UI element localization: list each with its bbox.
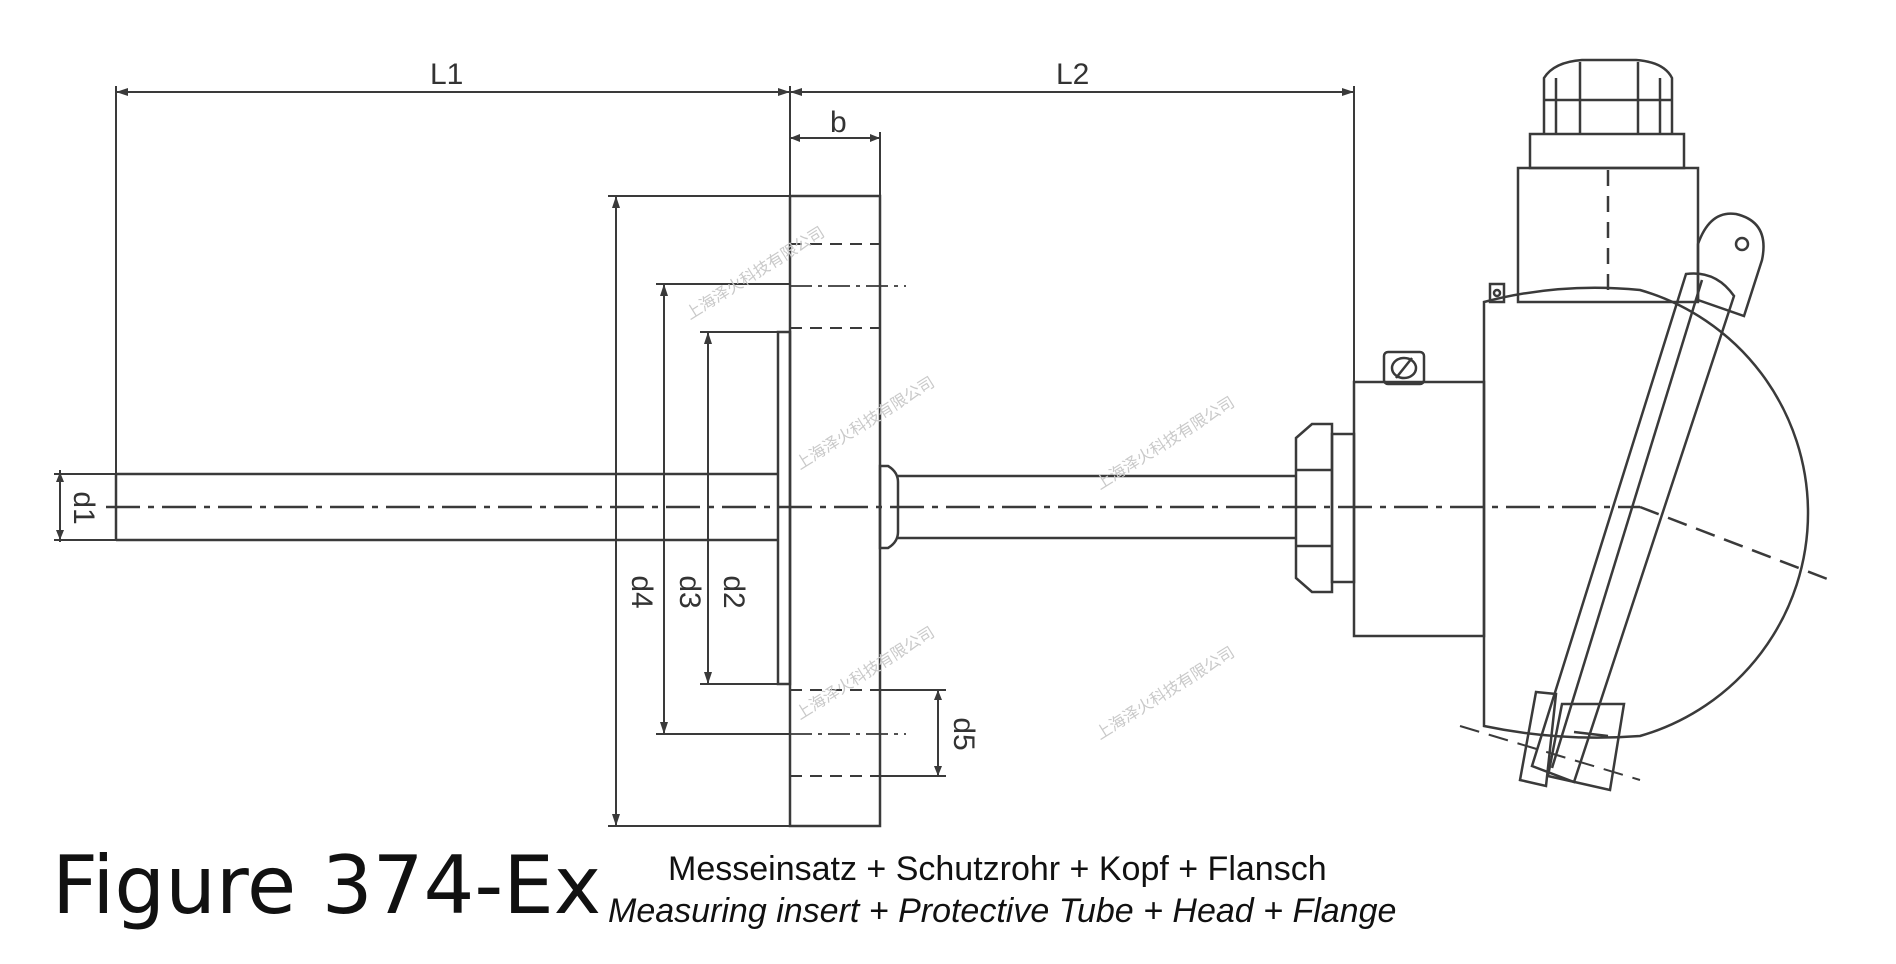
flange-collar — [878, 464, 900, 550]
lid-latch — [1518, 690, 1626, 792]
watermark-text: 上海泽火科技有限公司 — [1092, 642, 1238, 743]
label-b: b — [830, 106, 847, 139]
hinged-lid — [1530, 212, 1765, 784]
label-l2: L2 — [1056, 58, 1089, 91]
connection-head-dome — [1482, 282, 1810, 739]
caption-english: Measuring insert + Protective Tube + Hea… — [608, 892, 1397, 930]
head-neck-housing — [1352, 380, 1486, 638]
caption-german: Messeinsatz + Schutzrohr + Kopf + Flansc… — [668, 850, 1327, 888]
dimension-l2 — [790, 86, 1355, 388]
label-d1: d1 — [67, 491, 100, 524]
centre-line — [106, 505, 1831, 781]
dimension-d5 — [880, 689, 946, 777]
watermark-text: 上海泽火科技有限公司 — [792, 372, 938, 473]
watermark-text: 上海泽火科技有限公司 — [1092, 392, 1238, 493]
label-d5: d5 — [947, 717, 980, 750]
dimension-b — [790, 132, 881, 198]
label-l1: L1 — [430, 58, 463, 91]
earth-screw — [1382, 350, 1426, 386]
label-d2: d2 — [717, 575, 750, 608]
watermark-text: 上海泽火科技有限公司 — [792, 622, 938, 723]
label-d4: d4 — [625, 575, 658, 608]
dimension-d1 — [54, 470, 116, 542]
watermark-text: 上海泽火科技有限公司 — [682, 222, 828, 323]
protective-tube-right — [898, 474, 1296, 540]
dimension-d3 — [656, 283, 790, 735]
cable-gland — [1516, 58, 1700, 304]
figure-title: Figure 374-Ex — [52, 839, 602, 932]
label-d3: d3 — [673, 575, 706, 608]
dimension-d4 — [608, 195, 790, 827]
dimension-l1 — [115, 86, 791, 476]
flange-body — [788, 194, 906, 828]
